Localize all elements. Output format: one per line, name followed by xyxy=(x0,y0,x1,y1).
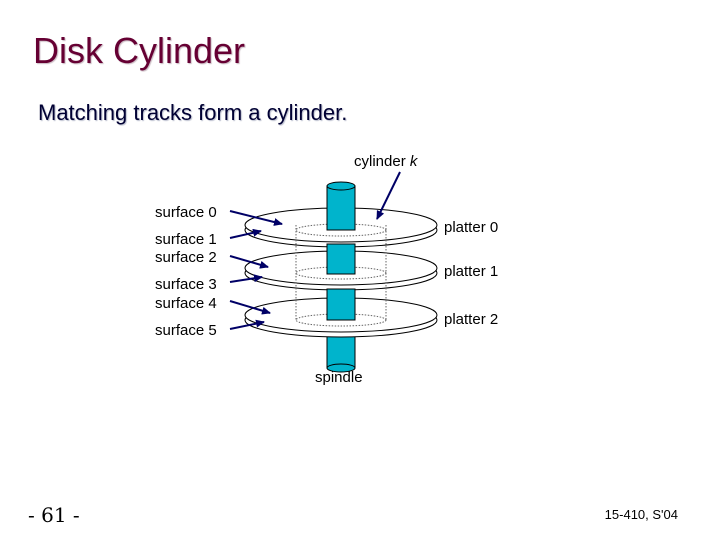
slide-subtitle: Matching tracks form a cylinder. xyxy=(38,100,348,125)
arrow-surface-5 xyxy=(229,319,265,330)
arrow-surface-1 xyxy=(229,228,262,239)
arrow-cylinder-k xyxy=(376,171,401,220)
surface-5-label: surface 5 xyxy=(155,322,217,339)
arrow-surface-3 xyxy=(229,274,263,283)
arrow-surface-2 xyxy=(229,255,269,269)
surface-2-label: surface 2 xyxy=(155,249,217,266)
cylinder-label-text: cylinder xyxy=(354,153,410,170)
page-number: - 61 - xyxy=(28,503,80,527)
spindle-segments xyxy=(326,181,356,321)
slide-title: Disk Cylinder xyxy=(33,30,246,71)
diagram-arrows xyxy=(229,171,401,330)
course-tag: 15-410, S'04 xyxy=(604,507,678,522)
arrow-surface-0 xyxy=(229,210,283,226)
surface-0-label: surface 0 xyxy=(155,204,217,221)
cylinder-label-var: k xyxy=(409,153,418,170)
platter-2-label: platter 2 xyxy=(444,311,499,328)
spindle-label: spindle xyxy=(315,369,363,386)
surface-1-label: surface 1 xyxy=(155,231,217,248)
surface-3-label: surface 3 xyxy=(155,276,217,293)
arrow-surface-4 xyxy=(229,300,271,315)
platter-0-label: platter 0 xyxy=(444,219,499,236)
surface-4-label: surface 4 xyxy=(155,295,217,312)
platter-1-label: platter 1 xyxy=(444,263,499,280)
cylinder-k-label: cylinder k xyxy=(354,153,417,170)
